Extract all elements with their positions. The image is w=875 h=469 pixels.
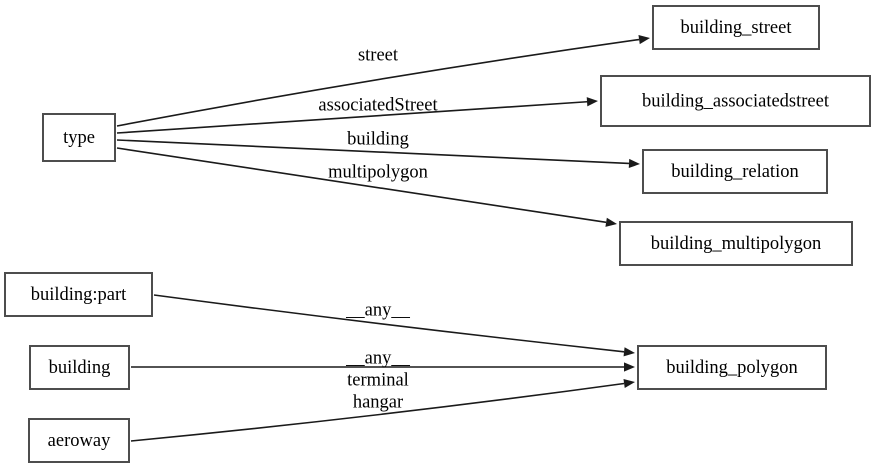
edge-aeroway-terminal-hangar (130, 378, 635, 442)
edge-label-aeroway-terminal-hangar: hangar (353, 392, 403, 412)
arrow-head-icon (628, 158, 640, 169)
node-label: type (63, 128, 95, 148)
node-label: aeroway (48, 431, 111, 451)
node-building_polygon[interactable]: building_polygon (637, 345, 827, 390)
edge-type-street (116, 34, 650, 127)
node-building_associatedstreet[interactable]: building_associatedstreet (600, 75, 871, 127)
node-label: building_associatedstreet (642, 91, 830, 111)
node-box[interactable] (42, 113, 116, 162)
arrow-head-icon (623, 378, 635, 389)
edge-line (116, 38, 640, 127)
node-label: building:part (31, 285, 127, 305)
edge-line (116, 100, 588, 134)
nodes-layer: type building_street building_associatedst… (4, 5, 871, 463)
node-box[interactable] (652, 5, 820, 50)
edge-line (116, 139, 630, 165)
edge-buildingpart-any (153, 294, 635, 357)
edge-building-any (131, 362, 635, 372)
node-label: building_multipolygon (651, 234, 822, 254)
node-box[interactable] (29, 345, 130, 390)
edge-type-associatedstreet (116, 97, 598, 134)
arrow-head-icon (638, 34, 650, 45)
node-box[interactable] (642, 149, 828, 194)
node-aeroway[interactable]: aeroway (28, 418, 130, 463)
edge-labels-layer: street associatedStreet building multipolyg… (318, 45, 438, 412)
node-box[interactable] (600, 75, 871, 127)
node-type[interactable]: type (42, 113, 116, 162)
arrow-head-icon (605, 217, 617, 227)
node-building[interactable]: building (29, 345, 130, 390)
node-building_part[interactable]: building:part (4, 272, 153, 317)
edge-type-multipolygon (116, 147, 617, 227)
node-building_relation[interactable]: building_relation (642, 149, 828, 194)
edge-label-building-any: __any__ (345, 348, 410, 368)
edge-line (130, 382, 625, 442)
edges-layer (116, 34, 650, 442)
node-box[interactable] (619, 221, 853, 266)
arrow-head-icon (624, 362, 635, 372)
node-box[interactable] (637, 345, 827, 390)
edge-type-building (116, 139, 640, 169)
edge-label-type-street: street (358, 45, 399, 65)
node-label: building_relation (671, 162, 798, 182)
edge-label-buildingpart-any: __any__ (345, 300, 410, 320)
edge-label-aeroway-terminal-hangar: terminal (347, 370, 409, 390)
edge-line (153, 294, 625, 353)
node-box[interactable] (28, 418, 130, 463)
node-label: building_street (681, 18, 793, 38)
edge-label-type-associatedstreet: associatedStreet (318, 95, 438, 115)
arrow-head-icon (586, 97, 598, 107)
arrow-head-icon (623, 347, 635, 357)
node-building_multipolygon[interactable]: building_multipolygon (619, 221, 853, 266)
node-building_street[interactable]: building_street (652, 5, 820, 50)
node-box[interactable] (4, 272, 153, 317)
node-label: building (49, 358, 111, 378)
edge-label-type-building: building (347, 129, 409, 149)
edge-line (116, 147, 607, 224)
node-label: building_polygon (666, 358, 798, 378)
edge-label-type-multipolygon: multipolygon (328, 162, 428, 182)
